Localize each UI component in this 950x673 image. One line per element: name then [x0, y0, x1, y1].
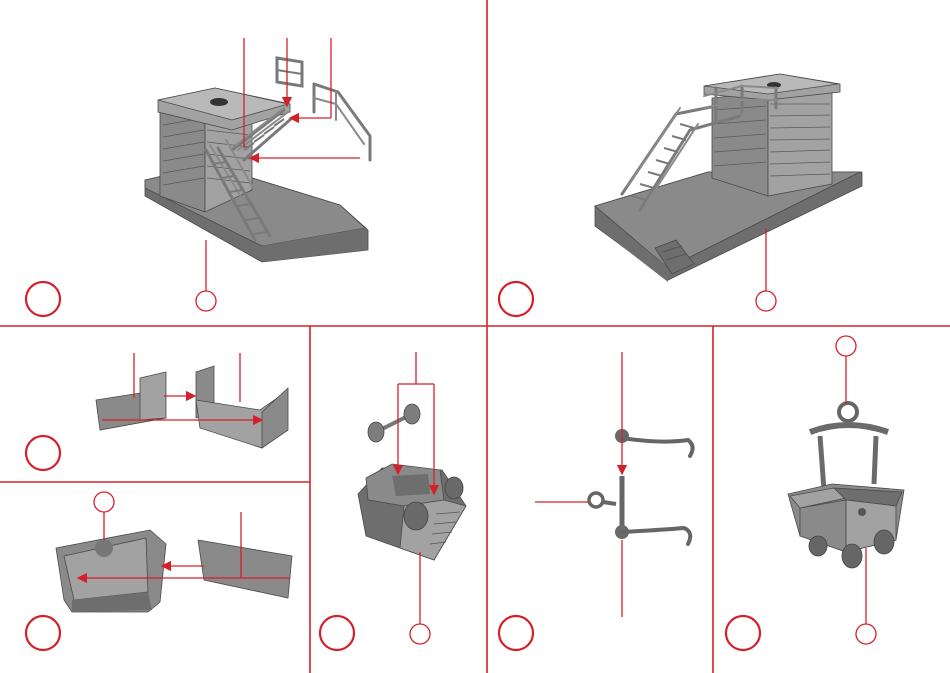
panel-6-upper-hook [615, 429, 693, 456]
panel-6-ring-post [589, 476, 622, 534]
panel-5-part-callout [410, 624, 430, 644]
panel-4-part-callout [94, 492, 114, 512]
panel-1-part-callout [196, 291, 216, 311]
panel-5-wheelset-chassis [320, 352, 466, 650]
panel-7-mine-cart [726, 336, 904, 650]
panel-7-upper-part-callout [836, 336, 856, 356]
panel-1-railing-part-a [277, 58, 302, 86]
panel-1-building-with-stairs [26, 38, 370, 316]
panel-6-hook-parts [499, 352, 693, 650]
panel-6-step-marker [499, 616, 533, 650]
panel-7-lower-part-callout [856, 624, 876, 644]
panel-4-wagon-body [26, 492, 292, 650]
panel-5-axle [368, 404, 420, 442]
panel-2-step-marker [499, 282, 533, 316]
panel-5-step-marker [320, 616, 354, 650]
panel-7-step-marker [726, 616, 760, 650]
panel-3-wagon-halves [26, 353, 288, 470]
panel-1-step-marker [26, 282, 60, 316]
panel-3-step-marker [26, 436, 60, 470]
panel-1-railing-part-b [314, 84, 370, 160]
panel-2-part-callout [756, 291, 776, 311]
panel-2-completed-building [499, 74, 862, 316]
panel-6-lower-hook [615, 525, 690, 544]
panel-4-step-marker [26, 616, 60, 650]
